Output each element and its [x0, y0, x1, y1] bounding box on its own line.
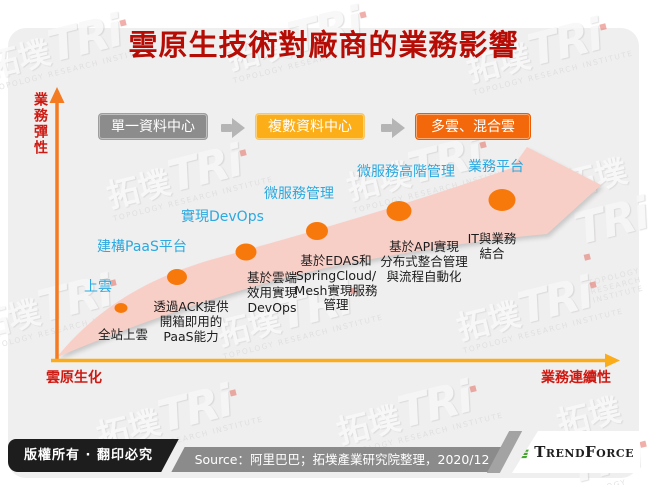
stage-box-hybrid-cloud: 多雲、混合雲 [415, 113, 531, 140]
watermark-red-dot [359, 11, 367, 19]
milestone-desc-6: IT與業務 結合 [467, 231, 517, 261]
stage-label-1: 上雲 [84, 279, 112, 295]
y-axis-label: 業務彈性 [32, 92, 48, 156]
right-arrow-icon [381, 118, 407, 138]
milestone-desc-2: 透過ACK提供 開箱即用的 PaaS能力 [153, 299, 229, 344]
page-title: 雲原生技術對廠商的業務影響 [128, 28, 519, 62]
stage-label-5: 微服務高階管理 [357, 164, 455, 180]
origin-label: 雲原生化 [46, 370, 102, 386]
milestone-desc-1: 全站上雲 [97, 327, 149, 342]
stage-label-3: 實現DevOps [181, 209, 264, 225]
stage-box-single-datacenter: 單一資料中心 [98, 113, 208, 140]
source-text: Source：阿里巴巴；拓墣產業研究院整理，2020/12 [194, 452, 490, 467]
trendforce-wordmark: TrendForce [534, 443, 634, 461]
right-arrow-icon [221, 118, 247, 138]
milestone-desc-3: 基於雲端 效用實現 DevOps [246, 270, 298, 315]
stage-label-6: 業務平台 [468, 159, 524, 175]
watermark-red-dot [639, 440, 647, 448]
source-bar: Source：阿里巴巴；拓墣產業研究院整理，2020/12 [171, 447, 513, 472]
milestone-desc-5: 基於API實現 分布式整合管理 與流程自動化 [380, 239, 468, 284]
copyright-ribbon: 版權所有 · 翻印必究 [8, 439, 160, 472]
stage-label-2: 建構PaaS平台 [97, 239, 187, 255]
stage-box-multi-datacenter: 複數資料中心 [255, 113, 365, 140]
milestone-desc-4: 基於EDAS和 SpringCloud/ Mesh實現服務 管理 [294, 253, 378, 313]
stage-label-4: 微服務管理 [264, 186, 334, 202]
x-axis-label: 業務連續性 [541, 370, 611, 386]
